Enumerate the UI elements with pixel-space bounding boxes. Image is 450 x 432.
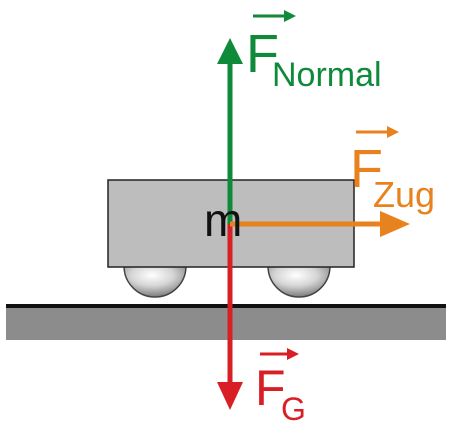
vector-arrowhead-icon bbox=[287, 348, 299, 360]
mass-label: m bbox=[204, 194, 242, 246]
pull-force-arrow bbox=[230, 211, 410, 237]
ground bbox=[6, 306, 446, 340]
gravity-force-symbol: F bbox=[255, 360, 286, 416]
wheel-right bbox=[267, 265, 331, 298]
gravity-force-subscript: G bbox=[281, 391, 306, 427]
normal-force-label: F Normal bbox=[246, 10, 382, 94]
vector-arrowhead-icon bbox=[387, 126, 399, 138]
wheel-left bbox=[123, 265, 187, 298]
pull-force-label: F Zug bbox=[350, 126, 435, 215]
normal-force-symbol: F bbox=[246, 24, 279, 84]
pull-force-subscript: Zug bbox=[373, 174, 435, 215]
gravity-force-arrow bbox=[217, 224, 243, 410]
normal-force-arrow bbox=[217, 38, 243, 224]
normal-force-subscript: Normal bbox=[272, 56, 382, 94]
gravity-force-label: F G bbox=[255, 348, 306, 427]
vector-arrowhead-icon bbox=[284, 10, 296, 22]
pull-force-symbol: F bbox=[350, 139, 383, 199]
